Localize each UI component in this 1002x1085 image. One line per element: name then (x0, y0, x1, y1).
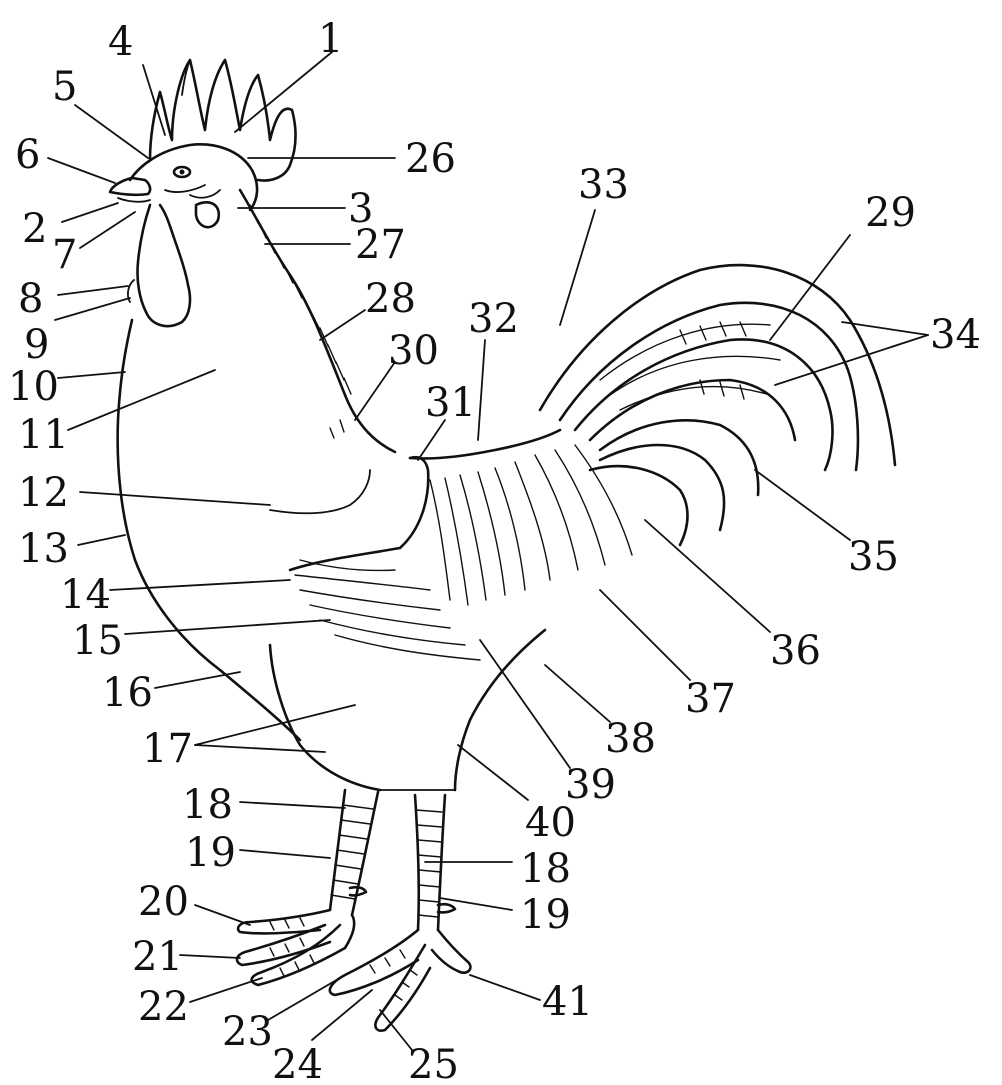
right-spur (438, 904, 455, 912)
left-foot (237, 910, 354, 985)
leader-20 (195, 905, 250, 925)
label-19b: 19 (520, 892, 571, 938)
leader-9 (55, 298, 130, 320)
label-26: 26 (405, 136, 456, 182)
label-13: 13 (18, 526, 69, 572)
leader-22 (190, 978, 262, 1002)
label-1: 1 (318, 16, 343, 62)
leader-39 (480, 640, 570, 768)
thigh (270, 645, 380, 790)
leader-16 (155, 672, 240, 688)
leader-40 (458, 745, 528, 800)
label-37: 37 (685, 676, 736, 722)
label-6: 6 (15, 132, 40, 178)
label-33: 33 (578, 162, 629, 208)
label-5: 5 (52, 64, 77, 110)
label-25: 25 (408, 1042, 459, 1085)
leader-2 (62, 203, 118, 222)
label-31: 31 (425, 380, 476, 426)
label-17: 17 (142, 726, 193, 772)
label-20: 20 (138, 879, 189, 925)
leader-15 (125, 620, 330, 634)
label-40: 40 (525, 800, 576, 846)
label-16: 16 (102, 670, 153, 716)
leader-29 (770, 235, 850, 340)
saddle-feathers (430, 445, 632, 605)
leader-38 (545, 665, 610, 722)
label-7: 7 (52, 232, 77, 278)
label-9: 9 (24, 322, 49, 368)
label-10: 10 (8, 364, 59, 410)
label-19a: 19 (185, 830, 236, 876)
leader-5 (75, 105, 148, 158)
leader-28 (320, 310, 365, 340)
label-34: 34 (930, 312, 981, 358)
label-12: 12 (18, 470, 69, 516)
leader-6 (48, 158, 115, 183)
leader-10 (58, 372, 125, 378)
label-38: 38 (605, 716, 656, 762)
label-36: 36 (770, 628, 821, 674)
label-11: 11 (18, 412, 69, 458)
leader-18a (240, 802, 345, 808)
label-4: 4 (108, 19, 133, 65)
callout-numbers: 1 2 3 4 5 6 7 8 9 10 11 12 13 14 15 16 1… (8, 16, 981, 1085)
leader-17b (195, 745, 325, 752)
label-21: 21 (132, 934, 183, 980)
wing-feathers (295, 560, 480, 660)
leader-12 (80, 492, 270, 505)
leader-11 (68, 370, 215, 430)
leader-37 (600, 590, 690, 680)
neck-hackle-feathers (250, 205, 351, 438)
label-29: 29 (865, 190, 916, 236)
label-15: 15 (72, 618, 123, 664)
leader-13 (78, 535, 125, 545)
leader-7 (80, 212, 135, 248)
leader-14 (110, 580, 290, 590)
tail-feather-lines (600, 322, 780, 410)
label-35: 35 (848, 534, 899, 580)
leader-19a (240, 850, 330, 858)
label-41: 41 (542, 979, 593, 1025)
label-14: 14 (60, 572, 111, 618)
label-28: 28 (365, 276, 416, 322)
label-32: 32 (468, 296, 519, 342)
label-18a: 18 (182, 782, 233, 828)
label-30: 30 (388, 328, 439, 374)
leader-19b (440, 898, 512, 910)
label-8: 8 (18, 276, 43, 322)
label-22: 22 (138, 984, 189, 1030)
leader-8 (58, 286, 128, 295)
leader-31 (418, 420, 445, 460)
belly (455, 630, 545, 790)
leader-33 (560, 210, 595, 325)
back (410, 430, 560, 458)
right-foot (330, 930, 471, 1031)
tail-feathers (540, 265, 895, 545)
earlobe (196, 202, 219, 227)
comb (150, 60, 296, 180)
label-27: 27 (355, 222, 406, 268)
leader-17a (195, 705, 355, 745)
label-2: 2 (22, 206, 47, 252)
leader-21 (180, 955, 240, 958)
leader-41 (470, 975, 540, 1000)
leader-23 (268, 975, 345, 1020)
leader-24 (312, 990, 372, 1040)
wattle (137, 205, 190, 326)
label-18b: 18 (520, 846, 571, 892)
leader-35 (755, 470, 850, 540)
rooster-drawing (110, 60, 895, 1031)
leader-36 (645, 520, 770, 632)
label-23: 23 (222, 1009, 273, 1055)
leader-32 (478, 340, 485, 440)
label-24: 24 (272, 1042, 323, 1085)
